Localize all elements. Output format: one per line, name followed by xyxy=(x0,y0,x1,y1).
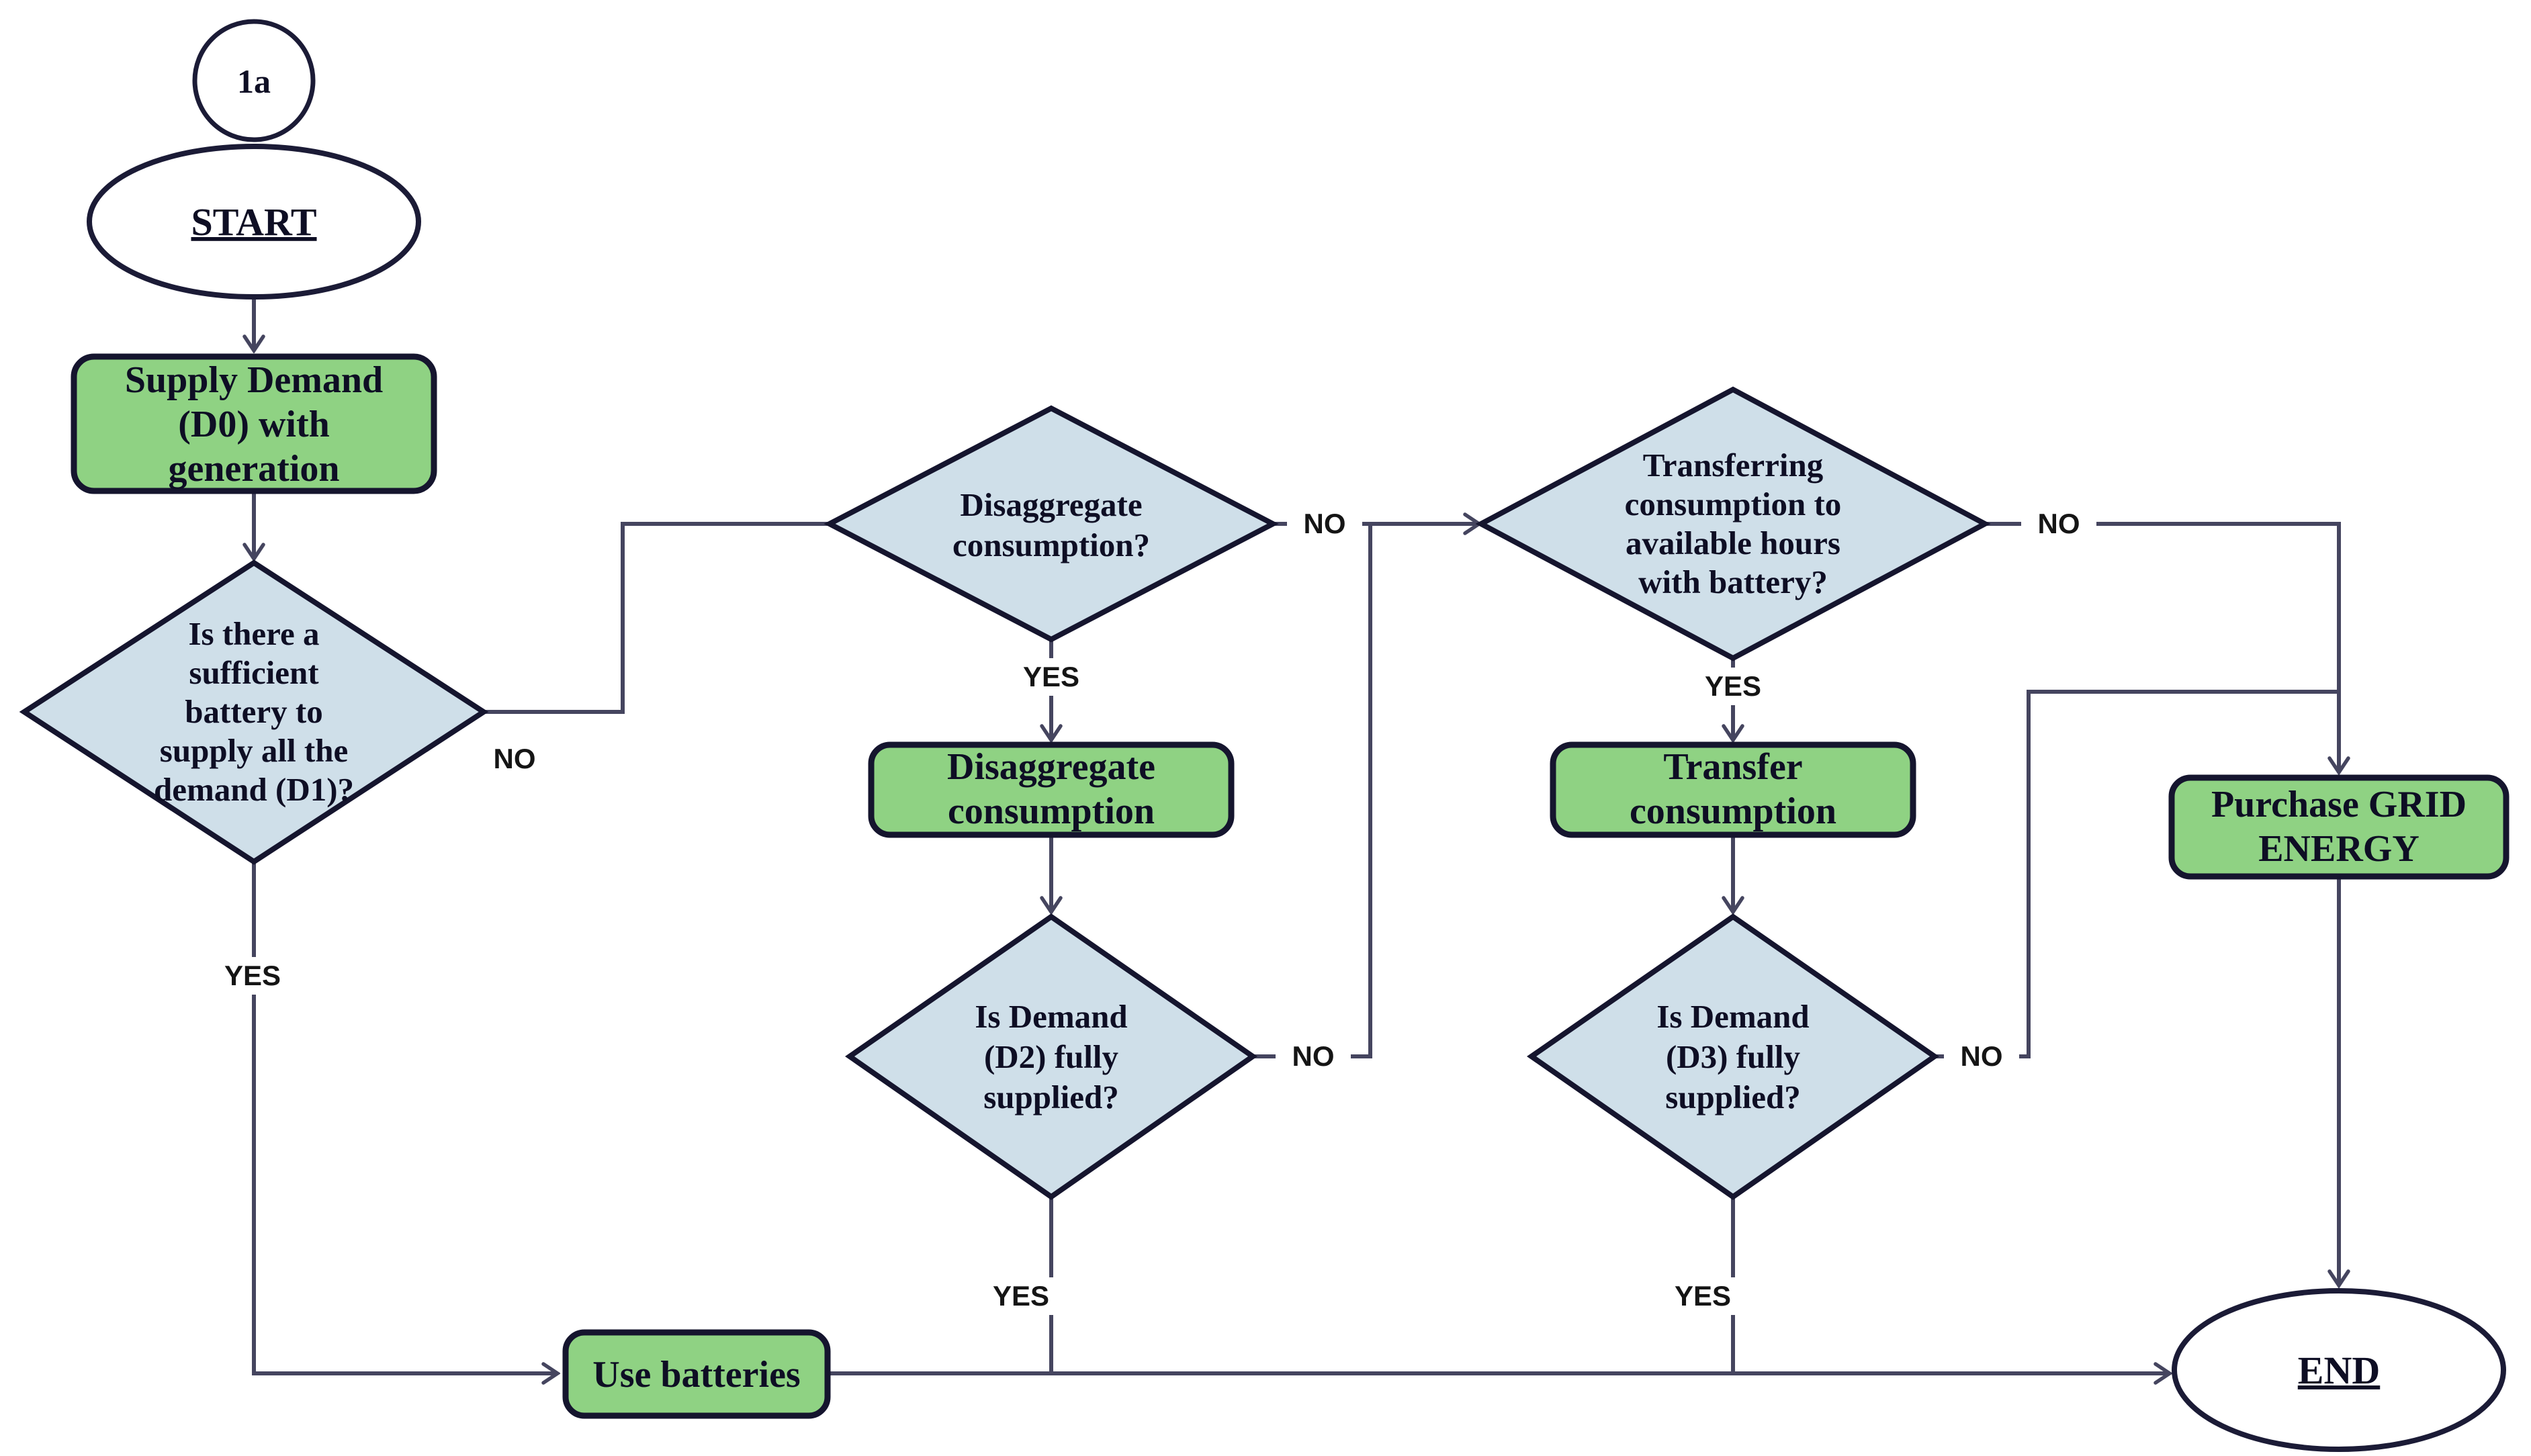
label-bg xyxy=(1287,506,1362,542)
edge-label: YES xyxy=(1023,661,1079,692)
edge-label-d2-no: NO xyxy=(1276,1038,1351,1075)
start-ellipse xyxy=(87,144,421,300)
node-end: END xyxy=(2172,1288,2506,1452)
edge-label-d2-yes: YES xyxy=(975,1277,1067,1315)
decision-line: Transferring xyxy=(1643,447,1824,484)
node-disaggregate-process: Disaggregate consumption xyxy=(868,741,1235,838)
decision-diamond xyxy=(844,913,1258,1200)
edge-label-d3-yes: YES xyxy=(1657,1277,1748,1315)
edge-label: YES xyxy=(1675,1280,1731,1312)
process-box xyxy=(1550,741,1916,838)
ref-circle xyxy=(192,19,316,142)
decision-line: Disaggregate xyxy=(960,486,1142,523)
decision-diamond xyxy=(824,405,1279,643)
decision-line: Is Demand xyxy=(1656,998,1809,1035)
decision-line: sufficient xyxy=(189,654,319,691)
label-bg xyxy=(1657,1277,1748,1315)
edge-label: NO xyxy=(494,743,536,774)
edge-label-d3-no: NO xyxy=(1944,1038,2019,1075)
process-line: consumption xyxy=(948,790,1155,832)
node-ref-1a: 1a xyxy=(192,19,316,142)
process-box xyxy=(2168,774,2510,880)
decision-line: Is there a xyxy=(188,615,319,652)
node-disaggregate-decision: Disaggregate consumption? xyxy=(824,405,1279,643)
edge-label-battery-no: NO xyxy=(477,741,552,777)
node-transfer-process: Transfer consumption xyxy=(1550,741,1916,838)
decision-line: available hours xyxy=(1626,525,1840,561)
edge-transfer-no xyxy=(1985,522,2339,771)
label-bg xyxy=(1687,668,1779,705)
decision-line: battery to xyxy=(185,693,322,730)
edge-label: YES xyxy=(993,1280,1049,1312)
label-bg xyxy=(975,1277,1067,1315)
decision-line: Is Demand xyxy=(975,998,1127,1035)
end-ellipse xyxy=(2172,1288,2506,1452)
edge-battery-yes xyxy=(252,862,556,1373)
label-bg xyxy=(1276,1038,1351,1075)
edge-label: NO xyxy=(1961,1040,2003,1072)
process-line: generation xyxy=(168,448,339,490)
node-start: START xyxy=(87,144,421,300)
edge-label: YES xyxy=(224,960,281,991)
decision-diamond xyxy=(1475,386,1991,662)
edge-label: YES xyxy=(1705,670,1761,702)
edge-d2-no xyxy=(1253,524,1372,1058)
process-line: Disaggregate xyxy=(947,746,1155,788)
label-bg xyxy=(2021,506,2096,542)
edge-label: NO xyxy=(2038,508,2080,539)
decision-line: demand (D1)? xyxy=(154,771,354,808)
edge-label-transfer-yes: YES xyxy=(1687,668,1779,705)
node-purchase-grid-energy: Purchase GRID ENERGY xyxy=(2168,774,2510,880)
decision-diamond xyxy=(19,559,489,865)
start-label: START xyxy=(191,200,316,244)
decision-line: (D2) fully xyxy=(984,1038,1119,1075)
node-supply-demand: Supply Demand (D0) with generation xyxy=(71,353,437,494)
decision-line: with battery? xyxy=(1638,563,1828,600)
process-line: Purchase GRID xyxy=(2211,784,2467,825)
node-d3-decision: Is Demand (D3) fully supplied? xyxy=(1526,913,1940,1200)
process-line: Use batteries xyxy=(592,1354,800,1396)
decision-line: consumption? xyxy=(952,527,1150,563)
label-bg xyxy=(1006,658,1097,696)
node-d2-decision: Is Demand (D2) fully supplied? xyxy=(844,913,1258,1200)
edge-label-transfer-no: NO xyxy=(2021,506,2096,542)
process-line: Supply Demand xyxy=(125,359,383,401)
edge-label-disaggregate-no: NO xyxy=(1287,506,1362,542)
edge-label: NO xyxy=(1292,1040,1335,1072)
ref-label: 1a xyxy=(237,62,271,100)
decision-line: supplied? xyxy=(1665,1079,1801,1116)
node-battery-decision: Is there a sufficient battery to supply … xyxy=(19,559,489,865)
connectors xyxy=(254,297,2339,1373)
node-transfer-decision: Transferring consumption to available ho… xyxy=(1475,386,1991,662)
label-bg xyxy=(1944,1038,2019,1075)
process-line: Transfer xyxy=(1663,746,1802,788)
edge-label: NO xyxy=(1304,508,1346,539)
edge-label-battery-yes: YES xyxy=(207,957,298,995)
process-line: ENERGY xyxy=(2258,828,2419,870)
edge-labels: NO YES YES NO NO YES YES NO xyxy=(207,506,2096,1315)
node-use-batteries: Use batteries xyxy=(562,1329,831,1419)
label-bg xyxy=(207,957,298,995)
edge-label-disaggregate-yes: YES xyxy=(1006,658,1097,696)
process-line: (D0) with xyxy=(178,404,330,445)
decision-line: consumption to xyxy=(1625,486,1842,522)
process-box xyxy=(71,353,437,494)
decision-line: supply all the xyxy=(160,732,348,769)
process-box xyxy=(562,1329,831,1419)
label-bg xyxy=(477,741,552,777)
decision-line: (D3) fully xyxy=(1666,1038,1801,1075)
process-box xyxy=(868,741,1235,838)
process-line: consumption xyxy=(1630,790,1836,832)
decision-line: supplied? xyxy=(983,1079,1119,1116)
end-label: END xyxy=(2298,1349,2380,1392)
decision-diamond xyxy=(1526,913,1940,1200)
